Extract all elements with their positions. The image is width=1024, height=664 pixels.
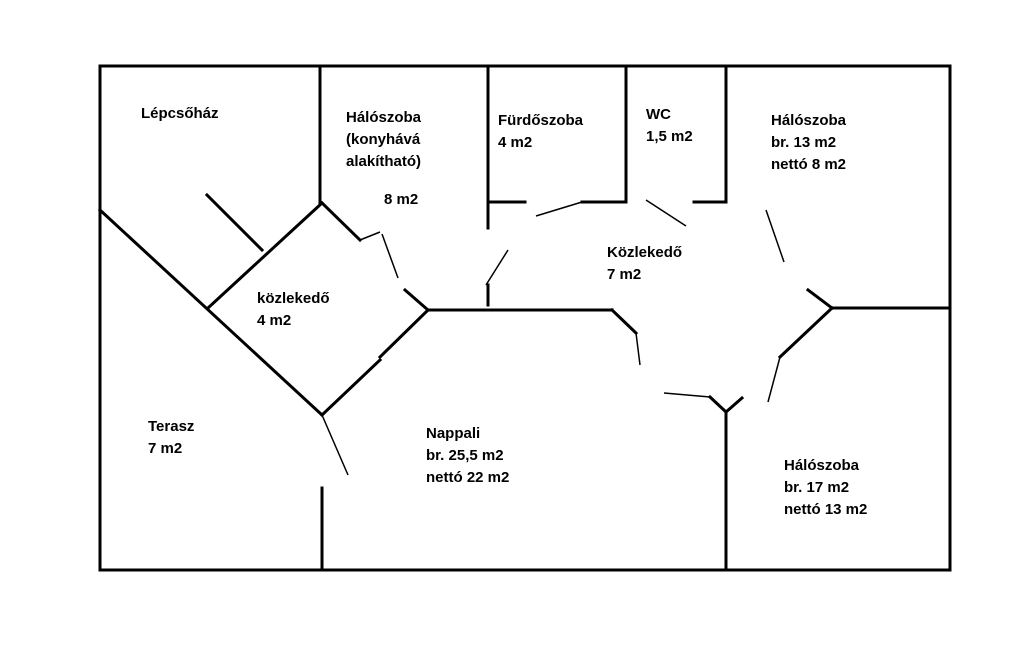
- room-name: Hálószoba: [346, 109, 422, 126]
- room-area-bedroom-kitchen: 8 m2: [384, 189, 418, 211]
- room-gross-area: br. 13 m2: [771, 134, 837, 151]
- room-label-bedroom-ne: Hálószoba br. 13 m2 nettó 8 m2: [771, 110, 846, 176]
- room-name: Hálószoba: [784, 457, 860, 474]
- room-net-area: nettó 8 m2: [771, 156, 847, 173]
- room-label-wc: WC 1,5 m2: [646, 104, 693, 148]
- room-name: közlekedő: [257, 290, 330, 307]
- room-name: Terasz: [148, 418, 195, 435]
- room-area: 4 m2: [257, 312, 292, 329]
- room-name: Hálószoba: [771, 112, 847, 129]
- room-label-bedroom-se: Hálószoba br. 17 m2 nettó 13 m2: [784, 455, 867, 521]
- room-label-bedroom-kitchen: Hálószoba (konyhává alakítható): [346, 107, 421, 173]
- room-area: 4 m2: [498, 134, 533, 151]
- room-area: 1,5 m2: [646, 128, 693, 145]
- room-net-area: nettó 22 m2: [426, 469, 510, 486]
- room-gross-area: br. 17 m2: [784, 479, 850, 496]
- door-swings: [206, 194, 785, 476]
- room-name: WC: [646, 106, 671, 123]
- room-note: (konyhává: [346, 131, 421, 148]
- room-label-hallway-small: közlekedő 4 m2: [257, 288, 330, 332]
- room-net-area: nettó 13 m2: [784, 501, 868, 518]
- room-area: 8 m2: [384, 191, 419, 208]
- room-label-bathroom: Fürdőszoba 4 m2: [498, 110, 583, 154]
- outer-walls: [98, 64, 952, 572]
- room-note: alakítható): [346, 153, 422, 170]
- room-gross-area: br. 25,5 m2: [426, 447, 504, 464]
- room-name: Lépcsőház: [141, 105, 219, 122]
- interior-walls: [97, 64, 952, 572]
- room-label-hallway-large: Közlekedő 7 m2: [607, 242, 682, 286]
- room-area: 7 m2: [607, 266, 642, 283]
- room-label-stairwell: Lépcsőház: [141, 103, 219, 125]
- room-name: Fürdőszoba: [498, 112, 583, 129]
- room-name: Nappali: [426, 425, 481, 442]
- room-area: 7 m2: [148, 440, 183, 457]
- room-label-living-room: Nappali br. 25,5 m2 nettó 22 m2: [426, 423, 509, 489]
- room-name: Közlekedő: [607, 244, 683, 261]
- room-label-terrace: Terasz 7 m2: [148, 416, 194, 460]
